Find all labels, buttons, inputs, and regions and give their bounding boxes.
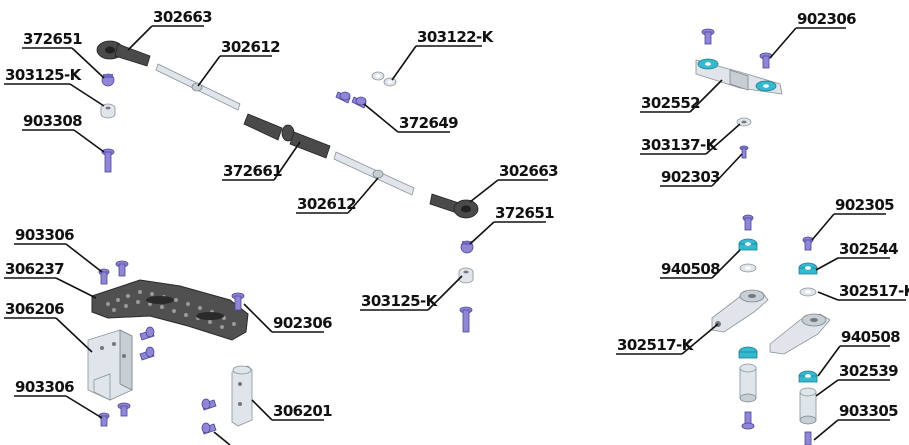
label-306237: 306237 <box>5 260 64 278</box>
washer-left-col <box>739 263 757 273</box>
ball-end-302663-b <box>429 193 479 219</box>
carbon-plate-306237 <box>91 279 249 341</box>
bearing-left-low <box>738 346 758 359</box>
label-303125k-top: 303125-K <box>5 66 83 84</box>
label-302612-bottom: 302612 <box>297 195 356 213</box>
screw-902306-a <box>231 292 245 311</box>
screws-902306-b <box>201 398 217 435</box>
screw-903305 <box>804 431 812 445</box>
post-306201 <box>231 365 253 427</box>
label-302544: 302544 <box>839 240 898 258</box>
part-labels: 302663 372651 303125-K 903308 302612 303… <box>5 8 909 420</box>
label-372651-top: 372651 <box>23 30 82 48</box>
label-902303: 902303 <box>661 168 720 186</box>
ball-end-302663-a <box>96 40 151 67</box>
turnbuckle-rod-302612-a <box>155 63 241 111</box>
screw-bottom-left-col <box>741 411 755 430</box>
screw-903308-b <box>459 306 473 333</box>
bridge-302552 <box>695 58 783 95</box>
label-372661: 372661 <box>223 162 282 180</box>
label-302517k-left: 302517-K <box>617 336 695 354</box>
label-303122k: 303122-K <box>417 28 495 46</box>
label-372651-right: 372651 <box>495 204 554 222</box>
label-903308: 903308 <box>23 112 82 130</box>
bracket-306206 <box>87 329 133 401</box>
label-302517k-right: 302517-K <box>839 282 909 300</box>
label-940508-top: 940508 <box>661 260 720 278</box>
bushing-303137k <box>736 117 752 127</box>
screw-top-left-col <box>742 214 754 231</box>
steering-arm-302517k-a <box>711 289 769 333</box>
washer-right-col <box>799 287 817 297</box>
bearing-940508-a <box>738 238 758 251</box>
label-302663-right: 302663 <box>499 162 558 180</box>
label-372649: 372649 <box>399 114 458 132</box>
steering-assembly <box>695 28 831 445</box>
spacer-303125k-b <box>458 267 474 284</box>
screws-902306-right <box>701 28 773 69</box>
screw-902305 <box>802 236 814 251</box>
label-903306-top: 903306 <box>15 226 74 244</box>
screw-903308 <box>101 148 115 173</box>
boot-372661 <box>243 113 331 159</box>
washers-303122k <box>371 71 397 87</box>
screws-372649 <box>335 91 367 109</box>
screws-903306-top <box>98 260 129 285</box>
steering-arm-302517k-b <box>769 313 831 355</box>
pivot-302539 <box>799 387 817 425</box>
label-306206: 306206 <box>5 300 64 318</box>
label-302663-top: 302663 <box>153 8 212 26</box>
screw-902303 <box>739 145 749 159</box>
label-303137k: 303137-K <box>641 136 719 154</box>
label-302612-top: 302612 <box>221 38 280 56</box>
leader-lines <box>4 25 906 445</box>
label-903306-bottom: 903306 <box>15 378 74 396</box>
screws-903306-bottom <box>98 402 131 427</box>
label-903305: 903305 <box>839 402 898 420</box>
label-902306-left: 902306 <box>273 314 332 332</box>
plate-assembly <box>87 260 253 435</box>
pivot-left <box>739 363 757 403</box>
label-902306-right: 902306 <box>797 10 856 28</box>
ball-372651-a <box>101 73 115 87</box>
label-302552: 302552 <box>641 94 700 112</box>
label-302539: 302539 <box>839 362 898 380</box>
turnbuckle-assembly <box>96 40 479 333</box>
spacer-303125k-a <box>100 103 116 119</box>
screws-near-bracket <box>139 326 155 361</box>
label-303125k-right: 303125-K <box>361 292 439 310</box>
label-940508-bottom: 940508 <box>841 328 900 346</box>
bearing-302544 <box>798 262 818 275</box>
label-306201: 306201 <box>273 402 332 420</box>
label-902305: 902305 <box>835 196 894 214</box>
bearing-940508-b <box>798 370 818 383</box>
turnbuckle-rod-302612-b <box>333 151 415 196</box>
